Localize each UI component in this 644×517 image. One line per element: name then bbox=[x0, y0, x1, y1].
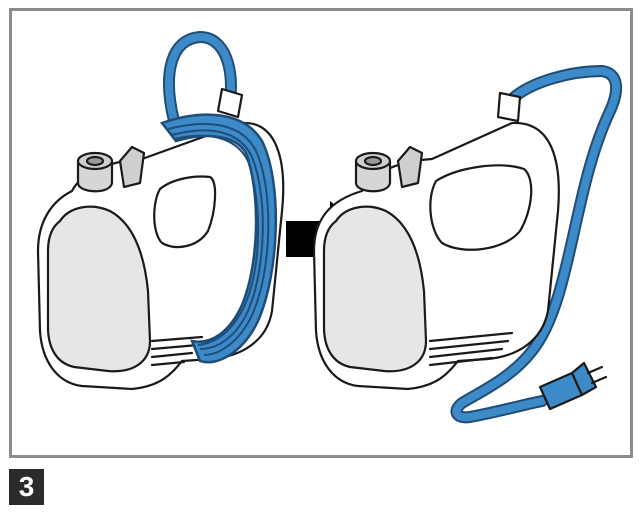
left-cord-wrap bbox=[159, 113, 277, 364]
right-mixer-switch bbox=[396, 145, 424, 189]
right-mixer bbox=[312, 64, 623, 424]
left-cord-loop bbox=[163, 30, 237, 127]
left-mixer-panel bbox=[46, 205, 152, 373]
left-mixer-knob bbox=[76, 151, 114, 193]
plug-icon bbox=[538, 361, 608, 411]
right-mixer-vents bbox=[428, 331, 514, 367]
left-mixer bbox=[36, 30, 285, 391]
left-mixer-vents bbox=[150, 335, 204, 367]
step-number-badge: 3 bbox=[9, 469, 44, 505]
left-mixer-handle-hole bbox=[153, 175, 217, 249]
left-mixer-switch bbox=[118, 145, 146, 189]
right-mixer-panel bbox=[322, 205, 428, 373]
right-cord bbox=[450, 64, 623, 424]
illustration-frame: .ol { stroke: #1a1a1a; stroke-width: 2.2… bbox=[9, 8, 633, 458]
right-mixer-knob bbox=[354, 151, 392, 193]
illustration-svg: .ol { stroke: #1a1a1a; stroke-width: 2.2… bbox=[36, 30, 623, 424]
right-mixer-handle-hole bbox=[429, 164, 533, 251]
